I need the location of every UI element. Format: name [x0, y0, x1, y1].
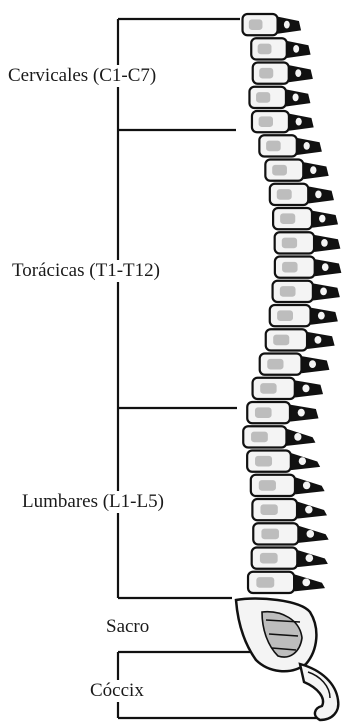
vertebra-highlight: [318, 312, 325, 320]
coccyx: [300, 664, 338, 720]
vertebra-highlight: [322, 263, 329, 271]
vertebra-shade: [272, 165, 287, 176]
vertebra-highlight: [298, 409, 305, 417]
vertebra-shade: [255, 456, 272, 467]
vertebra-shade: [256, 92, 270, 103]
vertebra-highlight: [303, 482, 310, 490]
thoracic-label: Torácicas (T1-T12): [10, 260, 162, 282]
vertebra-highlight: [293, 94, 299, 102]
vertebra: [275, 257, 341, 278]
vertebra-highlight: [295, 69, 301, 77]
vertebra: [270, 184, 333, 205]
vertebra: [253, 63, 313, 84]
vertebra-highlight: [299, 457, 306, 465]
vertebra: [251, 38, 310, 59]
vertebra: [273, 281, 340, 302]
vertebra-highlight: [307, 530, 315, 538]
vertebra-shade: [251, 432, 268, 443]
vertebra-shade: [277, 189, 292, 200]
vertebra: [243, 426, 314, 447]
vertebra-highlight: [306, 554, 314, 562]
vertebra: [247, 451, 319, 472]
vertebra-highlight: [321, 239, 328, 247]
vertebra-shade: [260, 504, 277, 515]
vertebra-shade: [266, 141, 281, 152]
vertebra-shade: [249, 19, 263, 30]
vertebra: [270, 305, 337, 326]
vertebra-highlight: [302, 579, 310, 587]
vertebra-shade: [260, 553, 278, 564]
vertebra-shade: [261, 529, 279, 540]
vertebra-highlight: [310, 166, 316, 174]
vertebra: [252, 499, 326, 520]
vertebra-shade: [258, 44, 272, 55]
vertebra-shade: [259, 116, 273, 127]
vertebra-shade: [256, 577, 274, 588]
vertebra-highlight: [284, 21, 290, 29]
vertebra: [249, 87, 309, 108]
spine-illustration: [236, 14, 341, 720]
vertebra: [259, 135, 321, 156]
vertebra-shade: [255, 407, 272, 418]
vertebra: [273, 208, 337, 229]
vertebra-highlight: [314, 336, 321, 344]
vertebra-shade: [259, 68, 273, 79]
vertebra: [243, 14, 301, 35]
vertebra-highlight: [320, 288, 327, 296]
vertebra-shade: [280, 286, 296, 297]
vertebra-highlight: [304, 142, 310, 150]
vertebra-shade: [277, 310, 293, 321]
cervical-label: Cervicales (C1-C7): [6, 65, 158, 87]
vertebra-highlight: [302, 385, 309, 393]
vertebra-shade: [282, 238, 297, 249]
vertebra: [252, 111, 313, 132]
vertebra: [253, 523, 328, 544]
vertebra-shade: [280, 213, 295, 224]
vertebra: [265, 160, 328, 181]
vertebra: [253, 378, 323, 399]
vertebra: [260, 354, 329, 375]
vertebra: [266, 329, 334, 350]
vertebra: [247, 402, 318, 423]
vertebra: [251, 475, 324, 496]
vertebra: [275, 232, 340, 253]
vertebra-highlight: [319, 215, 325, 223]
vertebra-highlight: [305, 506, 312, 514]
vertebra-highlight: [293, 45, 299, 53]
vertebra-shade: [267, 359, 283, 370]
lumbar-label: Lumbares (L1-L5): [20, 491, 166, 513]
vertebra-highlight: [309, 360, 316, 368]
vertebra-shade: [282, 262, 297, 273]
vertebra-shade: [260, 383, 276, 394]
vertebra-shade: [259, 480, 276, 491]
sacrum-label: Sacro: [104, 616, 151, 638]
vertebra-shade: [273, 335, 289, 346]
coccyx-label: Cóccix: [88, 680, 146, 702]
vertebra-highlight: [294, 433, 301, 441]
vertebra: [248, 572, 324, 593]
vertebra: [252, 548, 327, 569]
vertebra-highlight: [296, 118, 302, 126]
vertebra-highlight: [315, 191, 321, 199]
